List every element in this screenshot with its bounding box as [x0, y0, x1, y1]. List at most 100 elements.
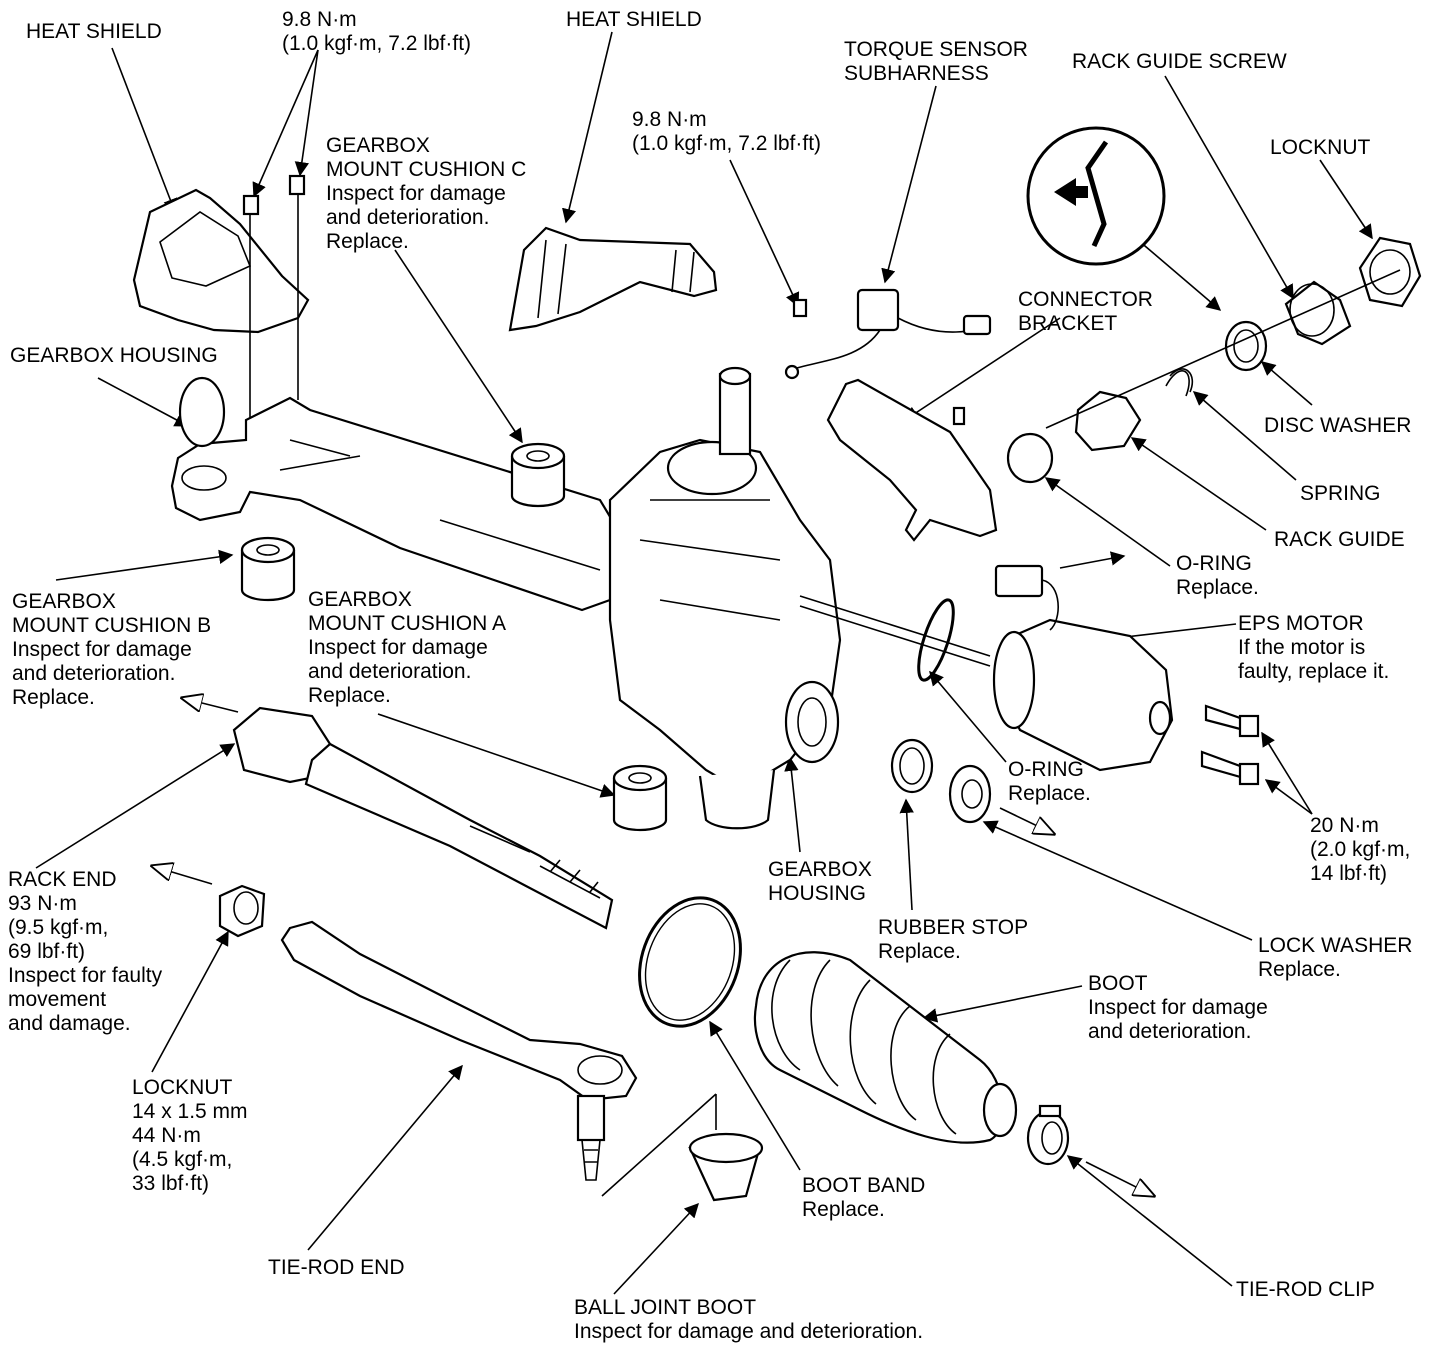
label-line: TIE-ROD CLIP	[1236, 1278, 1375, 1301]
label-heat-shield-left: HEAT SHIELD	[26, 20, 162, 44]
label-boot-band: BOOT BAND Replace.	[802, 1174, 925, 1222]
label-line: HEAT SHIELD	[566, 8, 702, 31]
label-rack-end: RACK END 93 N·m (9.5 kgf·m, 69 lbf·ft) I…	[8, 868, 162, 1036]
label-line: Replace.	[326, 230, 409, 253]
label-lock-washer: LOCK WASHER Replace.	[1258, 934, 1412, 982]
label-gearbox-housing-left: GEARBOX HOUSING	[10, 344, 218, 368]
label-o-ring-top: O-RING Replace.	[1176, 552, 1259, 600]
label-rack-guide: RACK GUIDE	[1274, 528, 1405, 552]
label-line: movement	[8, 988, 107, 1011]
label-line: Inspect for faulty	[8, 964, 163, 987]
label-line: HOUSING	[768, 882, 867, 905]
label-line: TIE-ROD END	[268, 1256, 405, 1279]
label-rack-guide-screw: RACK GUIDE SCREW	[1072, 50, 1287, 74]
label-line: BRACKET	[1018, 312, 1118, 335]
label-line: (1.0 kgf·m, 7.2 lbf·ft)	[282, 32, 472, 55]
label-gearbox-housing-bottom: GEARBOX HOUSING	[768, 858, 872, 906]
label-line: and damage.	[8, 1012, 131, 1035]
label-line: LOCKNUT	[132, 1076, 233, 1099]
label-line: BOOT	[1088, 972, 1148, 995]
steering-gear-body	[608, 366, 842, 830]
label-line: Replace.	[1258, 958, 1341, 981]
label-line: GEARBOX	[326, 134, 430, 157]
label-eps-motor: EPS MOTOR If the motor is faulty, replac…	[1238, 612, 1389, 684]
label-line: GEARBOX	[308, 588, 412, 611]
label-cushion-b: GEARBOX MOUNT CUSHION B Inspect for dama…	[12, 590, 211, 710]
boot-band-part	[638, 896, 742, 1028]
label-line: Replace.	[12, 686, 95, 709]
label-tie-rod-clip: TIE-ROD CLIP	[1236, 1278, 1375, 1302]
label-ball-joint-boot: BALL JOINT BOOT Inspect for damage and d…	[574, 1296, 923, 1344]
label-line: 14 lbf·ft)	[1310, 862, 1388, 885]
leader-lines	[35, 31, 1373, 1295]
label-line: O-RING	[1008, 758, 1084, 781]
label-line: 93 N·m	[8, 892, 77, 915]
boot-part	[754, 951, 1018, 1144]
label-line: SPRING	[1300, 482, 1381, 505]
cushion-a-part	[612, 764, 668, 832]
heat-shield-center-part	[508, 226, 718, 332]
label-line: and deterioration.	[1088, 1020, 1252, 1043]
ball-joint-boot-part	[601, 1093, 764, 1202]
label-o-ring-bottom: O-RING Replace.	[1008, 758, 1091, 806]
label-line: MOUNT CUSHION B	[12, 614, 212, 637]
label-line: Replace.	[1008, 782, 1091, 805]
rack-guide-assembly	[1006, 236, 1422, 484]
rack-end-part	[232, 706, 614, 930]
label-line: SUBHARNESS	[844, 62, 989, 85]
label-line: and deterioration.	[308, 660, 472, 683]
label-line: BOOT BAND	[802, 1174, 926, 1197]
label-torque-motor-bolts: 20 N·m (2.0 kgf·m, 14 lbf·ft)	[1310, 814, 1410, 886]
label-line: GEARBOX	[12, 590, 116, 613]
o-ring-parts	[890, 598, 992, 824]
label-line: If the motor is	[1238, 636, 1366, 659]
torque-sensor-subharness-part	[784, 288, 992, 380]
bolts-left	[242, 174, 306, 420]
label-line: (1.0 kgf·m, 7.2 lbf·ft)	[632, 132, 822, 155]
eps-motor-part	[992, 564, 1174, 772]
label-line: DISC WASHER	[1264, 414, 1412, 437]
cushion-c-part	[510, 442, 566, 508]
label-spring: SPRING	[1300, 482, 1381, 506]
label-line: 20 N·m	[1310, 814, 1379, 837]
label-rubber-stop: RUBBER STOP Replace.	[878, 916, 1028, 964]
label-line: MOUNT CUSHION A	[308, 612, 506, 635]
label-line: Inspect for damage	[12, 638, 192, 661]
label-line: Replace.	[308, 684, 391, 707]
label-line: 44 N·m	[132, 1124, 201, 1147]
direction-arrows	[152, 551, 1154, 1196]
label-line: EPS MOTOR	[1238, 612, 1364, 635]
label-cushion-c: GEARBOX MOUNT CUSHION C Inspect for dama…	[326, 134, 526, 254]
label-line: TORQUE SENSOR	[844, 38, 1028, 61]
label-heat-shield-center: HEAT SHIELD	[566, 8, 702, 32]
label-line: Replace.	[878, 940, 961, 963]
label-line: RUBBER STOP	[878, 916, 1029, 939]
label-line: (2.0 kgf·m,	[1310, 838, 1411, 861]
motor-bolts	[1200, 704, 1260, 786]
rack-shaft	[799, 595, 991, 667]
label-line: HEAT SHIELD	[26, 20, 162, 43]
label-line: 33 lbf·ft)	[132, 1172, 210, 1195]
label-line: faulty, replace it.	[1238, 660, 1390, 683]
tie-rod-clip-part	[1026, 1104, 1070, 1166]
label-disc-washer: DISC WASHER	[1264, 414, 1411, 438]
label-torque-bolts-left: 9.8 N·m (1.0 kgf·m, 7.2 lbf·ft)	[282, 8, 471, 56]
label-connector-bracket: CONNECTOR BRACKET	[1018, 288, 1153, 336]
label-line: RACK END	[8, 868, 117, 891]
label-line: GEARBOX	[768, 858, 872, 881]
label-line: CONNECTOR	[1018, 288, 1153, 311]
label-line: Replace.	[1176, 576, 1259, 599]
label-line: Inspect for damage	[326, 182, 506, 205]
label-line: Replace.	[802, 1198, 885, 1221]
cushion-b-part	[240, 536, 296, 602]
label-line: (9.5 kgf·m,	[8, 916, 109, 939]
label-line: 14 x 1.5 mm	[132, 1100, 248, 1123]
label-line: Inspect for damage and deterioration.	[574, 1320, 924, 1343]
label-line: 9.8 N·m	[632, 108, 707, 131]
label-locknut-bottom: LOCKNUT 14 x 1.5 mm 44 N·m (4.5 kgf·m, 3…	[132, 1076, 248, 1196]
label-line: RACK GUIDE	[1274, 528, 1405, 551]
label-torque-bolt-center: 9.8 N·m (1.0 kgf·m, 7.2 lbf·ft)	[632, 108, 821, 156]
label-line: 69 lbf·ft)	[8, 940, 86, 963]
